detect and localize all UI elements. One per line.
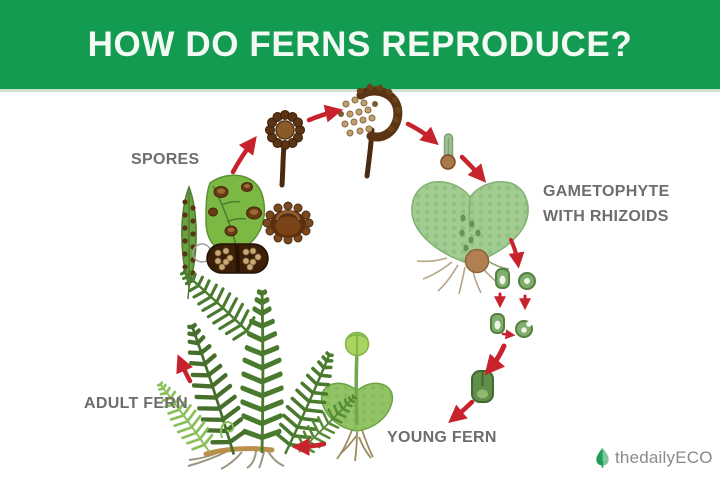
title-banner: HOW DO FERNS REPRODUCE?: [0, 0, 720, 92]
fertilized-egg-illustration: [471, 370, 494, 403]
young-fern-label: YOUNG FERN: [387, 429, 497, 446]
sporangium-releasing-spores-illustration: [338, 83, 403, 179]
cycle-arrow: [405, 121, 439, 146]
adult-fern-illustration: [147, 257, 365, 470]
sorus-closeup-illustration: [262, 201, 314, 245]
adult-fern-label: ADULT FERN: [84, 395, 189, 412]
leaf-tree-icon: [596, 448, 609, 468]
sori-cluster-illustration: [181, 174, 314, 300]
cycle-arrow: [176, 354, 193, 384]
cycle-arrows: [176, 104, 531, 456]
cycle-arrow: [448, 399, 475, 424]
brand-logo: thedailyECO: [594, 447, 713, 468]
page-title: HOW DO FERNS REPRODUCE?: [87, 24, 633, 64]
cycle-arrow: [484, 343, 507, 376]
spores-label: SPORES: [131, 151, 200, 168]
cycle-arrow: [306, 104, 344, 123]
sporangium-pod-illustration: [206, 243, 269, 274]
cycle-arrow: [459, 154, 487, 183]
cycle-arrow: [291, 437, 327, 456]
gametophyte-label-line2: WITH RHIZOIDS: [543, 208, 669, 225]
gametophyte-illustration: [411, 181, 529, 295]
reproductive-cells-illustration: [490, 268, 536, 338]
fertile-frond-illustration: [181, 184, 212, 300]
cycle-arrow: [508, 238, 525, 269]
cycle-arrow: [501, 329, 516, 340]
closed-sporangium-illustration: [265, 110, 305, 188]
leaf-with-sori-illustration: [205, 174, 266, 253]
gametophyte-label-line1: GAMETOPHYTE: [543, 183, 670, 200]
young-fern-illustration: [320, 331, 394, 462]
cycle-arrow: [230, 135, 257, 175]
germinating-spore-illustration: [440, 133, 456, 170]
brand-logo-text: thedailyECO: [615, 447, 713, 467]
